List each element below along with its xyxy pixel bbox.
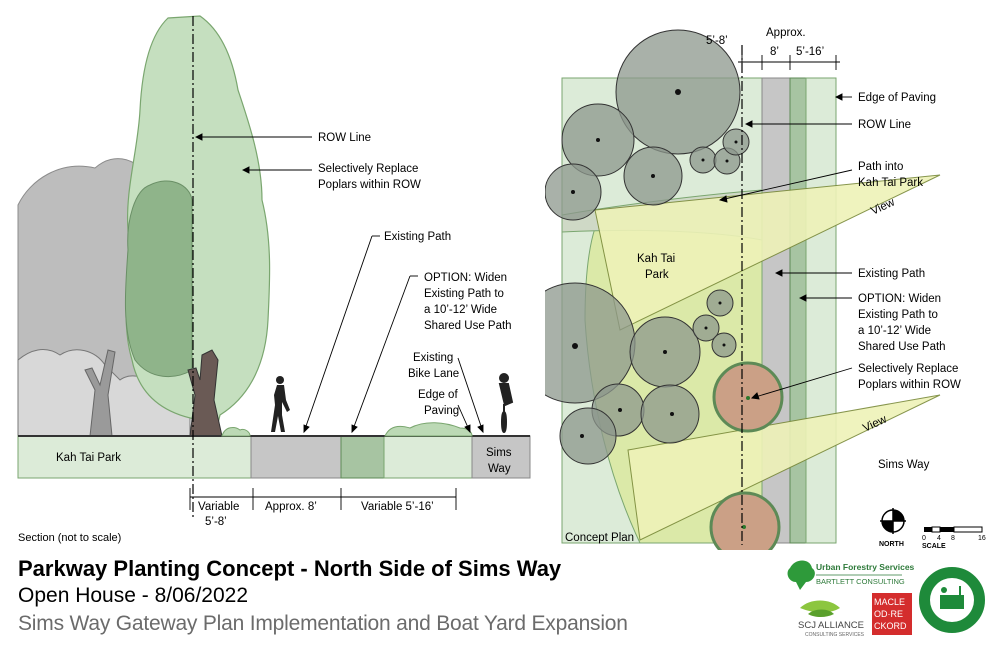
date-line: Open House - 8/06/2022 [18,584,248,607]
ground-path [250,435,342,479]
ground-kah-tai [17,435,252,479]
plan-strip [789,77,807,544]
scj-sub-text: CONSULTING SERVICES [805,632,865,638]
plan-planting [805,77,837,544]
label-existing-path: Existing Path [384,231,451,243]
plan-dim-approx: Approx. [766,27,806,39]
scale-tick-16: 16 [978,535,986,542]
view-cone-2 [627,394,941,541]
dim-variable-range: 5’-8’ [205,516,227,528]
inner-tree [124,180,193,378]
plan-label-path-into-1: Path into [858,161,903,173]
label-way: Way [488,463,511,475]
label-sims: Sims [486,447,512,459]
scale-tick-0: 0 [922,535,926,542]
scale-label: SCALE [922,543,946,550]
label-replace-2: Poplars within ROW [318,179,421,191]
shrub [384,422,473,437]
dim-variable: Variable [198,501,239,513]
plan-dim-5-16: 5’-16’ [796,46,824,58]
plan-label-option-4: Shared Use Path [858,341,946,353]
plan-dim-8: 8’ [770,46,779,58]
macleod-line-2: OD·RE [874,609,903,619]
macleod-reckord-logo: MACLE OD·RE CKORD [872,593,912,635]
scale-tick-8: 8 [951,535,955,542]
pedestrian-icon [271,376,290,432]
plan-dim-5-8: 5’-8’ [706,35,728,47]
shrub-small [221,427,251,437]
label-kah-tai-park: Kah Tai Park [56,452,121,464]
dim-variable-wide: Variable 5’-16’ [361,501,434,513]
plan-label-existing-path: Existing Path [858,268,925,280]
label-edge-2: Paving [424,405,459,417]
plan-label-option-1: OPTION: Widen [858,293,941,305]
plan-label-path-into-2: Kah Tai Park [858,177,923,189]
label-replace-1: Selectively Replace [318,163,418,175]
macleod-line-1: MACLE [874,597,905,607]
label-option-1: OPTION: Widen [424,272,507,284]
north-arrow-icon [880,508,906,534]
scj-logo: SCJ ALLIANCE CONSULTING SERVICES [798,600,865,638]
macleod-line-3: CKORD [874,621,907,631]
plan-label-option-2: Existing Path to [858,309,938,321]
logos: Urban Forestry Services BARTLETT CONSULT… [787,560,987,638]
page-title: Parkway Planting Concept - North Side of… [18,556,562,581]
section-drawing: ROW Line Selectively Replace Poplars wit… [17,15,531,544]
label-option-3: a 10’-12’ Wide [424,304,497,316]
plan-label-park: Park [645,269,669,281]
cyclist-icon [498,373,514,433]
plan-label-sims-way: Sims Way [878,459,930,471]
label-option-4: Shared Use Path [424,320,512,332]
sims-gateway-badge [917,565,987,635]
plan-label-concept: Concept Plan [565,532,634,544]
scale-bar [924,526,983,533]
gray-trunk [84,349,116,437]
label-bike-2: Bike Lane [408,368,459,380]
ground-sims-way [471,435,531,479]
plan-label-edge: Edge of Paving [858,92,936,104]
ground-planting [383,435,473,479]
scale-tick-4: 4 [937,535,941,542]
plan-label-option-3: a 10’-12’ Wide [858,325,931,337]
section-caption: Section (not to scale) [18,532,121,544]
scj-text: SCJ ALLIANCE [798,620,864,631]
label-bike-1: Existing [413,352,453,364]
plan-replacement-trees [709,361,784,550]
urban-forestry-logo: Urban Forestry Services BARTLETT CONSULT… [787,560,915,590]
dim-approx: Approx. 8’ [265,501,317,513]
plan-label-kah-tai: Kah Tai [637,253,675,265]
project-name: Sims Way Gateway Plan Implementation and… [18,612,628,635]
north-label: NORTH [879,541,904,548]
label-edge-1: Edge of [418,389,458,401]
plan-drawing: 5’-8’ Approx. 8’ 5’-16’ Edge of Paving R… [545,27,986,550]
ground-strip [340,435,385,479]
plan-label-row: ROW Line [858,119,911,131]
label-option-2: Existing Path to [424,288,504,300]
plan-label-replace-1: Selectively Replace [858,363,958,375]
label-row-line: ROW Line [318,132,371,144]
plan-label-replace-2: Poplars within ROW [858,379,961,391]
view-cone-1 [594,174,941,331]
tree-trunk [187,349,223,437]
plan-tree-centers [571,89,738,438]
ufs-text: Urban Forestry Services [816,562,915,572]
bartlett-text: BARTLETT CONSULTING [816,577,905,586]
